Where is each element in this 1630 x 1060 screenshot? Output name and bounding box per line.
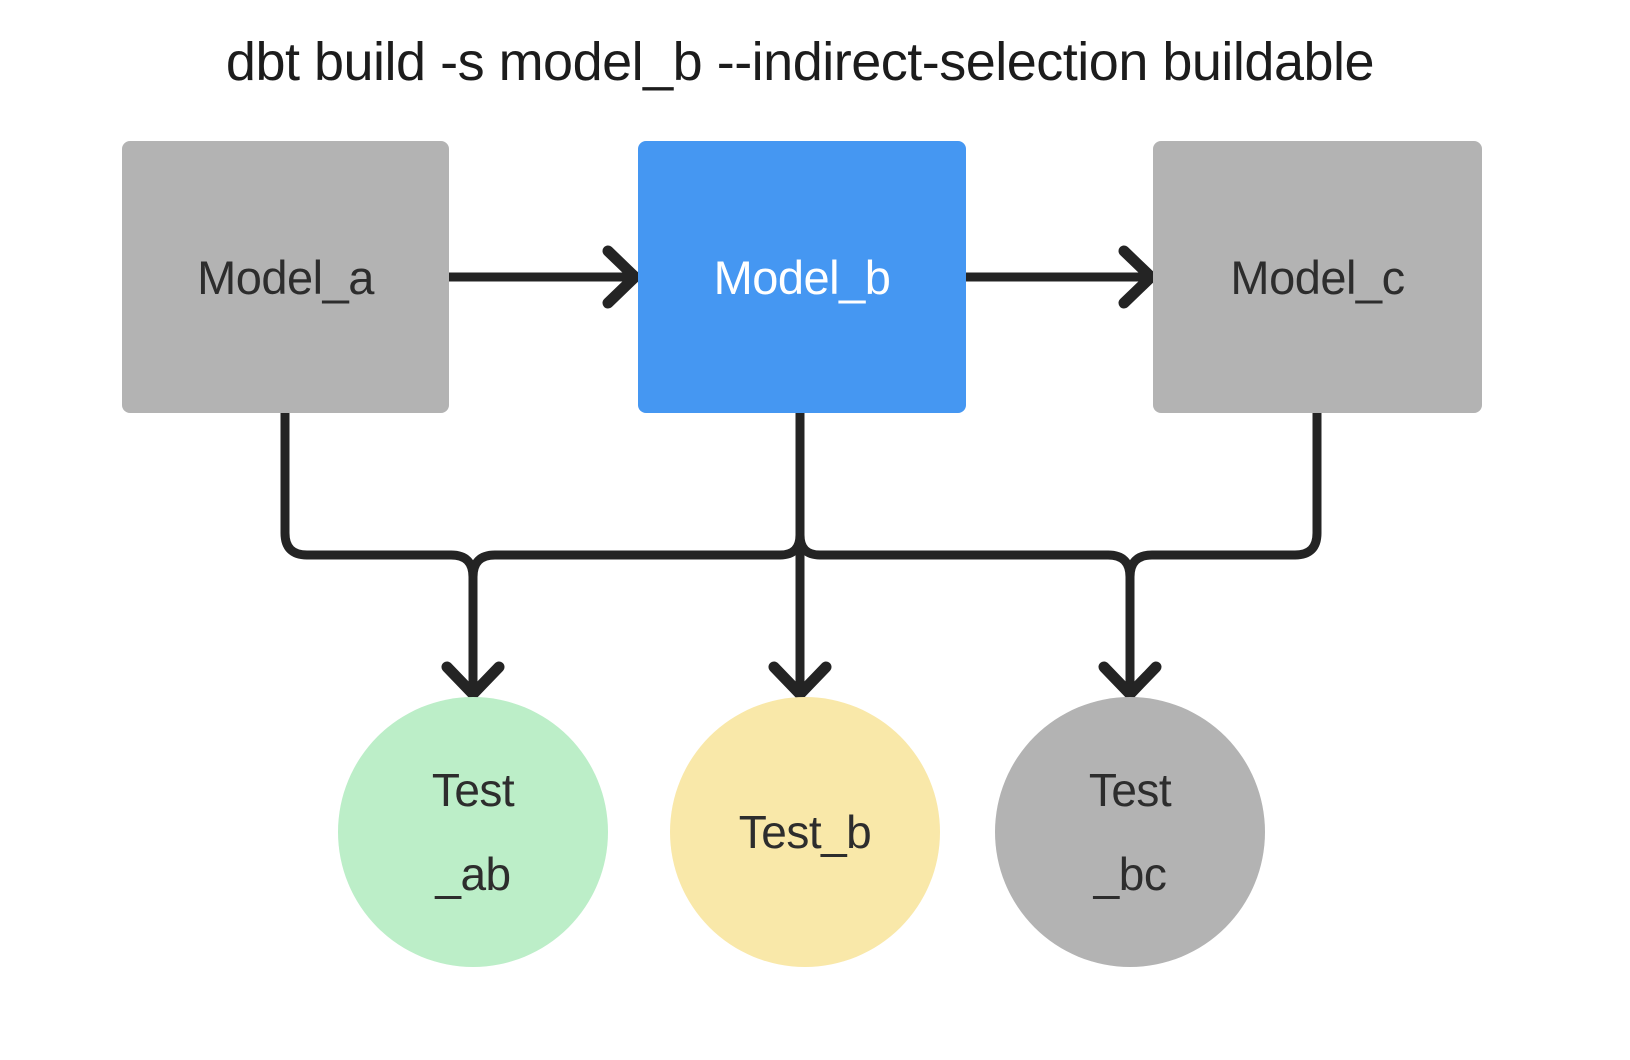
arrowhead-to-test-ab <box>441 661 505 700</box>
edge-model-a-to-bus-and-test-ab <box>280 408 478 695</box>
arrowhead-to-test-bc <box>1098 661 1162 700</box>
edge-model-c-to-bus-and-test-bc <box>1125 408 1322 695</box>
node-test-bc-label-line-1: Test <box>1088 764 1172 816</box>
arrowhead-to-test-b <box>768 661 832 700</box>
bus-segment-left <box>468 530 805 582</box>
node-test-b: Test_b <box>670 697 940 967</box>
bus-segment-right <box>795 530 1135 582</box>
arrowhead-model-a-to-model-b <box>602 245 641 309</box>
node-test-bc: Test _bc <box>995 697 1265 967</box>
arrowhead-model-b-to-model-c <box>1118 245 1157 309</box>
node-test-ab-label-line-1: Test <box>431 764 515 816</box>
node-model-b-label: Model_b <box>713 250 891 304</box>
node-test-b-label: Test_b <box>738 806 872 858</box>
node-test-bc-label-line-2: _bc <box>1093 848 1167 900</box>
node-test-ab: Test _ab <box>338 697 608 967</box>
node-test-ab-label-line-2: _ab <box>435 848 511 900</box>
node-model-b: Model_b <box>638 141 966 413</box>
diagram-title: dbt build -s model_b --indirect-selectio… <box>225 32 1375 92</box>
node-model-a-label: Model_a <box>197 250 374 304</box>
edges-group <box>280 245 1322 700</box>
node-model-a: Model_a <box>122 141 449 413</box>
node-model-c-label: Model_c <box>1230 250 1405 304</box>
node-model-c: Model_c <box>1153 141 1482 413</box>
